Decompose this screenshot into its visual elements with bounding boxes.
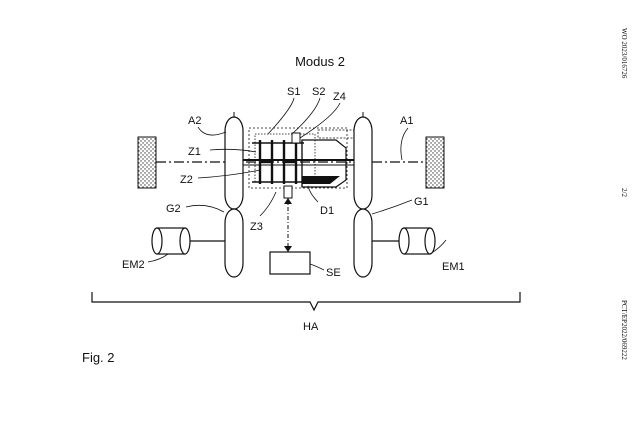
transmission-assembly (243, 127, 355, 199)
left-wheel (137, 136, 157, 189)
label-se: SE (326, 267, 341, 279)
label-z4: Z4 (333, 91, 346, 103)
leader-lines (147, 97, 447, 271)
label-d1: D1 (320, 205, 334, 217)
left-upper-gear (224, 116, 244, 210)
label-z3: Z3 (250, 221, 263, 233)
margin-application-number: PCT/EP2022/069222 (620, 300, 628, 360)
label-em2: EM2 (122, 259, 145, 271)
diagram-title: Modus 2 (295, 54, 345, 69)
control-unit-se (269, 251, 311, 275)
label-a1: A1 (400, 115, 413, 127)
label-s1: S1 (287, 86, 300, 98)
label-em1: EM1 (442, 261, 465, 273)
right-wheel (425, 136, 445, 189)
left-lower-gear (224, 208, 244, 278)
label-ha: HA (303, 321, 319, 333)
label-g1: G1 (414, 196, 429, 208)
ha-brace (91, 292, 521, 312)
margin-page-number: 2/2 (620, 188, 628, 197)
label-z1: Z1 (188, 146, 201, 158)
label-a2: A2 (188, 115, 201, 127)
margin-publication-number: WO 2023/016726 (620, 28, 628, 79)
label-g2: G2 (166, 203, 181, 215)
right-upper-gear (353, 116, 373, 210)
right-lower-gear (353, 208, 373, 278)
motor-em1 (372, 227, 436, 255)
motor-em2 (151, 227, 225, 255)
label-s2: S2 (312, 86, 325, 98)
figure-caption: Fig. 2 (82, 350, 115, 365)
label-z2: Z2 (180, 174, 193, 186)
